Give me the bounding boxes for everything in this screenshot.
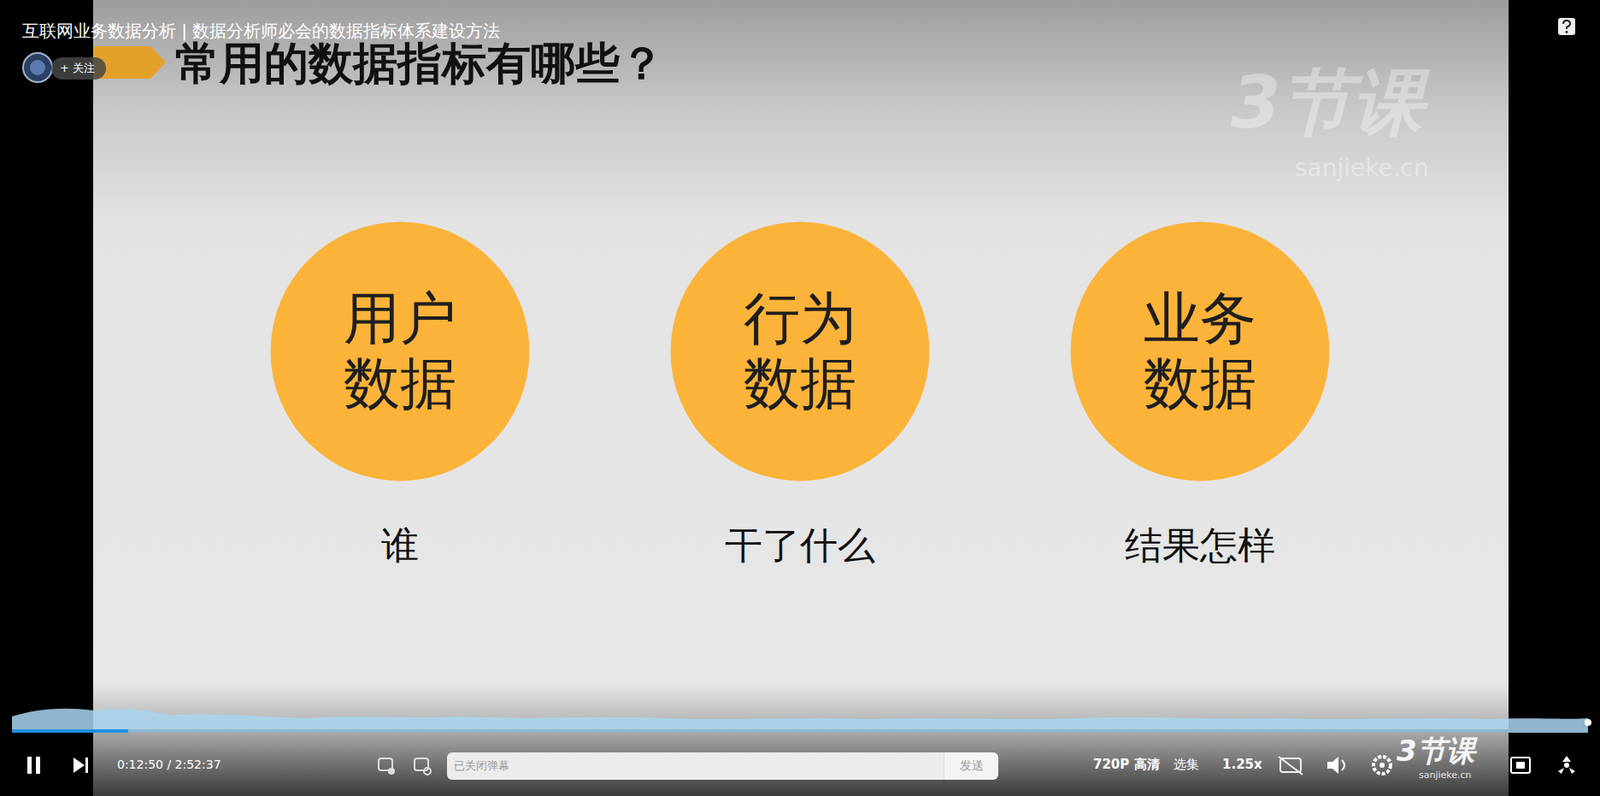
- send-button: 发送: [943, 752, 999, 780]
- help-icon: [1563, 20, 1571, 30]
- speed-button: 1.25x: [1222, 756, 1263, 772]
- button-label: 已关闭弹幕: [453, 758, 510, 774]
- circle-fill: [1070, 222, 1330, 482]
- danmaku-settings-icon: [423, 767, 431, 775]
- next-icon: [85, 757, 89, 773]
- follow-button: + 关注: [51, 57, 106, 80]
- circle-fill: [270, 222, 530, 482]
- brand-logo: 3节课: [1396, 733, 1476, 769]
- danmaku-input: 已关闭弹幕: [447, 752, 944, 780]
- circle-caption: 谁: [166, 523, 634, 568]
- circle-fill: [670, 222, 930, 482]
- avatar: [23, 52, 53, 83]
- waveform: [11, 708, 1589, 731]
- extra-icon: [1564, 762, 1570, 768]
- next-icon: [73, 757, 85, 773]
- progress-played: [11, 729, 129, 733]
- video-title: 互联网业务数据分析 | 数据分析师必会的数据指标体系建设方法: [22, 20, 500, 42]
- help-icon: [1558, 17, 1576, 36]
- data-category-circle: 行为 数据干了什么: [669, 220, 931, 483]
- pause-icon: [35, 756, 41, 774]
- slide-heading: 常用的数据指标有哪些？: [175, 35, 665, 91]
- button-label: + 关注: [59, 60, 95, 77]
- circle-label: 用户 数据: [332, 286, 468, 417]
- circle-label: 行为 数据: [732, 286, 868, 417]
- volume-icon: [1327, 756, 1339, 774]
- help-icon: [1565, 30, 1569, 34]
- button-label: 发送: [959, 758, 984, 774]
- brand-url: sanjieke.cn: [1418, 769, 1472, 781]
- progress-track: [11, 729, 1589, 733]
- circle-caption: 结果怎样: [966, 523, 1434, 568]
- settings-icon: [1373, 756, 1391, 774]
- time-display: 0:12:50 / 2:52:37: [117, 757, 222, 772]
- pause-icon: [27, 756, 32, 774]
- subtitle-icon: [1278, 756, 1303, 775]
- circle-caption: 干了什么: [566, 523, 1034, 568]
- watermark-url: sanjieke.cn: [1294, 153, 1430, 183]
- watermark-logo: 3节课: [1230, 59, 1424, 147]
- fullscreen-icon: [1516, 761, 1525, 769]
- data-category-circle: 用户 数据谁: [269, 220, 531, 483]
- data-category-circle: 业务 数据结果怎样: [1069, 220, 1331, 483]
- avatar-inner: [29, 59, 46, 76]
- quality-button: 720P 高清: [1093, 756, 1160, 772]
- volume-icon: [1341, 759, 1345, 771]
- episodes-button: 选集: [1173, 756, 1200, 772]
- danmaku-icon: [388, 767, 395, 775]
- extra-icon: [1558, 755, 1576, 774]
- settings-icon: [1379, 762, 1385, 768]
- progress-end: [1584, 718, 1592, 726]
- circle-label: 业务 数据: [1132, 286, 1268, 417]
- fullscreen-icon: [1511, 757, 1530, 773]
